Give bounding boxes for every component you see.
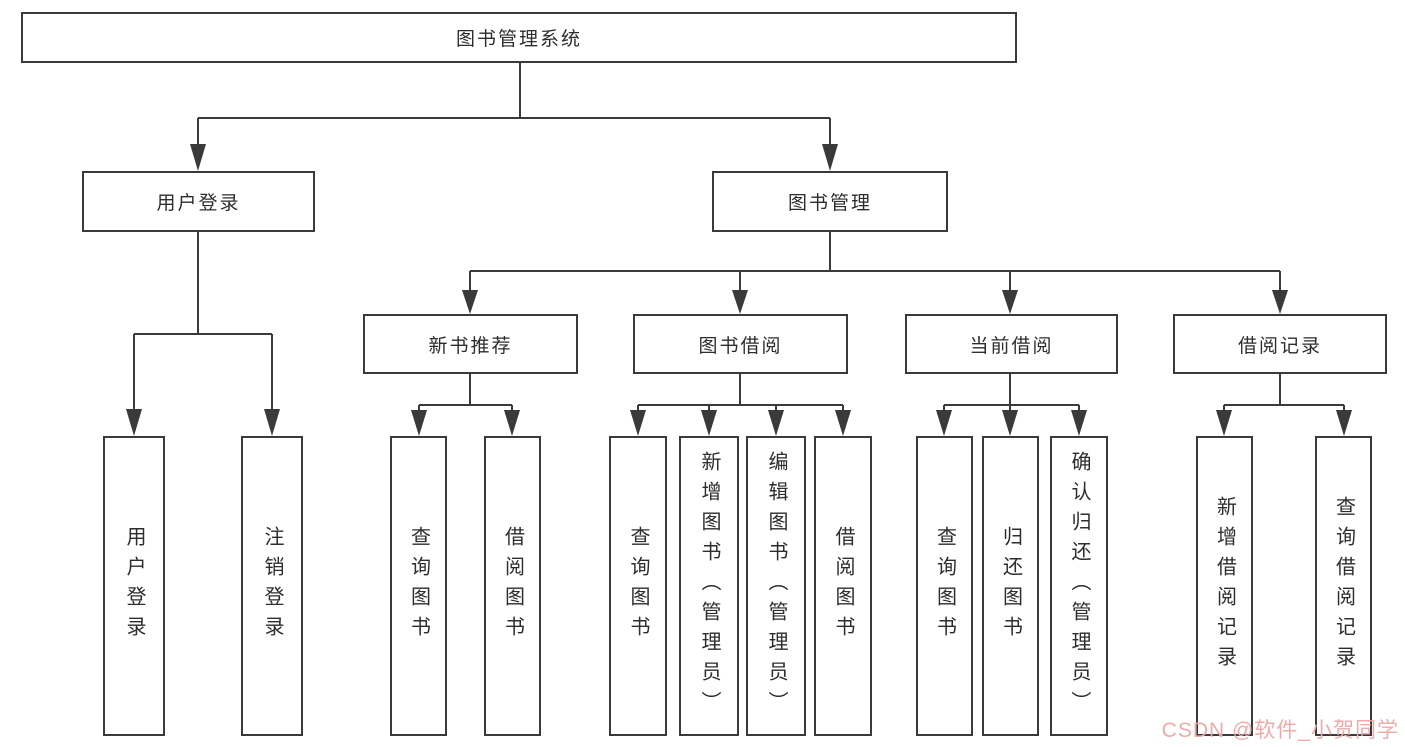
node-library-management-system: 图书管理系统 <box>21 12 1017 63</box>
leaf-edit-book-admin: 编辑图书（管理员） <box>746 436 806 736</box>
node-user-login: 用户登录 <box>82 171 315 232</box>
arrow-down-icon <box>630 410 646 436</box>
leaf-query-books: 查询图书 <box>916 436 973 736</box>
leaf-query-books: 查询图书 <box>609 436 667 736</box>
arrow-down-icon <box>822 144 838 171</box>
node-label: 查询图书 <box>627 526 649 646</box>
leaf-return-books: 归还图书 <box>982 436 1039 736</box>
leaf-query-borrow-record: 查询借阅记录 <box>1315 436 1372 736</box>
arrow-down-icon <box>936 410 952 436</box>
connector-root-to-level2 <box>190 63 838 171</box>
node-label: 归还图书 <box>999 526 1022 646</box>
connector-mgmt-to-level3 <box>462 232 1288 314</box>
node-label: 用户登录 <box>156 193 241 214</box>
arrow-down-icon <box>732 290 748 314</box>
arrow-down-icon <box>1336 410 1352 436</box>
node-label: 图书管理系统 <box>455 29 582 50</box>
arrow-down-icon <box>411 410 427 436</box>
node-label: 查询图书 <box>933 526 956 646</box>
node-label: 用户登录 <box>123 526 145 646</box>
node-new-book-recommend: 新书推荐 <box>363 314 578 374</box>
arrow-down-icon <box>1071 410 1087 436</box>
arrow-down-icon <box>1216 410 1232 436</box>
arrow-down-icon <box>190 144 206 171</box>
connector-records-to-leaves <box>1216 374 1352 436</box>
arrow-down-icon <box>1272 290 1288 314</box>
arrow-down-icon <box>835 410 851 436</box>
arrow-down-icon <box>462 290 478 314</box>
node-label: 图书借阅 <box>698 335 783 357</box>
leaf-confirm-return-admin: 确认归还（管理员） <box>1050 436 1108 736</box>
node-label: 查询图书 <box>407 526 430 646</box>
node-label: 图书管理 <box>787 193 872 214</box>
node-book-management: 图书管理 <box>712 171 948 232</box>
leaf-query-books: 查询图书 <box>390 436 447 736</box>
connector-recommend-to-leaves <box>411 374 520 436</box>
node-book-borrow: 图书借阅 <box>633 314 848 374</box>
node-label: 当前借阅 <box>969 335 1054 357</box>
arrow-down-icon <box>1002 410 1018 436</box>
connector-borrow-to-leaves <box>630 374 851 436</box>
leaf-logout: 注销登录 <box>241 436 303 736</box>
leaf-add-book-admin: 新增图书（管理员） <box>679 436 739 736</box>
node-label: 新增借阅记录 <box>1213 496 1236 676</box>
arrow-down-icon <box>1002 290 1018 314</box>
arrow-down-icon <box>701 410 717 436</box>
node-label: 借阅图书 <box>832 526 854 646</box>
node-label: 借阅记录 <box>1237 335 1322 357</box>
arrow-down-icon <box>126 409 142 436</box>
connector-login-to-leaves <box>126 232 280 436</box>
arrow-down-icon <box>504 410 520 436</box>
node-label: 编辑图书（管理员） <box>765 451 787 721</box>
connector-current-to-leaves <box>936 374 1087 436</box>
leaf-add-borrow-record: 新增借阅记录 <box>1196 436 1253 736</box>
leaf-user-login: 用户登录 <box>103 436 165 736</box>
arrow-down-icon <box>768 410 784 436</box>
node-borrow-records: 借阅记录 <box>1173 314 1387 374</box>
node-label: 确认归还（管理员） <box>1068 451 1090 721</box>
leaf-borrow-books: 借阅图书 <box>814 436 872 736</box>
node-label: 新增图书（管理员） <box>698 451 720 721</box>
node-current-borrow: 当前借阅 <box>905 314 1118 374</box>
node-label: 注销登录 <box>261 526 283 646</box>
leaf-borrow-books: 借阅图书 <box>484 436 541 736</box>
arrow-down-icon <box>264 409 280 436</box>
node-label: 查询借阅记录 <box>1332 496 1355 676</box>
node-label: 借阅图书 <box>501 526 524 646</box>
node-label: 新书推荐 <box>428 335 513 357</box>
